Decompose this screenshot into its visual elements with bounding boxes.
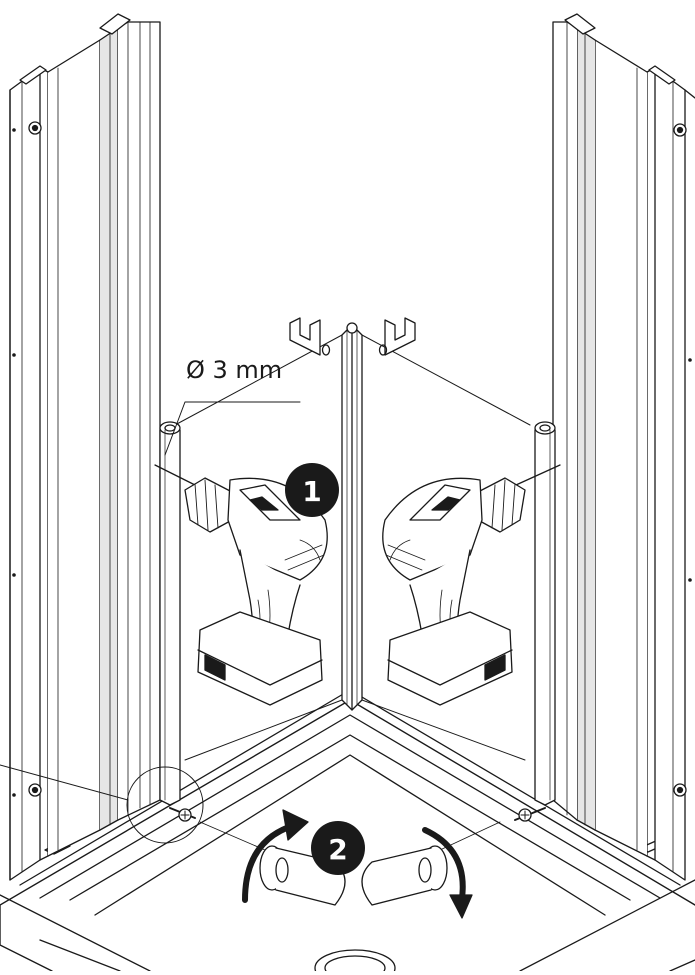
screw-icon	[514, 807, 546, 822]
left-glass-edge	[159, 421, 181, 806]
drill-icon	[382, 477, 526, 706]
left-wall-profile	[9, 13, 161, 881]
step-badge-1: 1	[285, 463, 339, 517]
right-wall-profile	[552, 13, 695, 881]
right-glass-edge	[534, 421, 556, 806]
screw-icon	[169, 807, 196, 822]
drill-size-callout: Ø 3 mm	[164, 356, 301, 456]
step-number-1: 1	[302, 475, 321, 508]
drain	[314, 949, 396, 975]
detail-callout-circle	[0, 764, 501, 851]
glass-clip-right	[378, 317, 416, 356]
corner-profile	[174, 322, 531, 761]
step-number-2: 2	[328, 833, 347, 866]
screwdriver-handle-icon	[361, 845, 448, 906]
rotate-clockwise-arrow-icon	[242, 809, 309, 903]
rotate-counterclockwise-arrow-icon	[422, 827, 473, 919]
drill-size-label: Ø 3 mm	[186, 356, 282, 384]
glass-clip-left	[289, 317, 331, 356]
step-badge-2: 2	[311, 821, 365, 875]
